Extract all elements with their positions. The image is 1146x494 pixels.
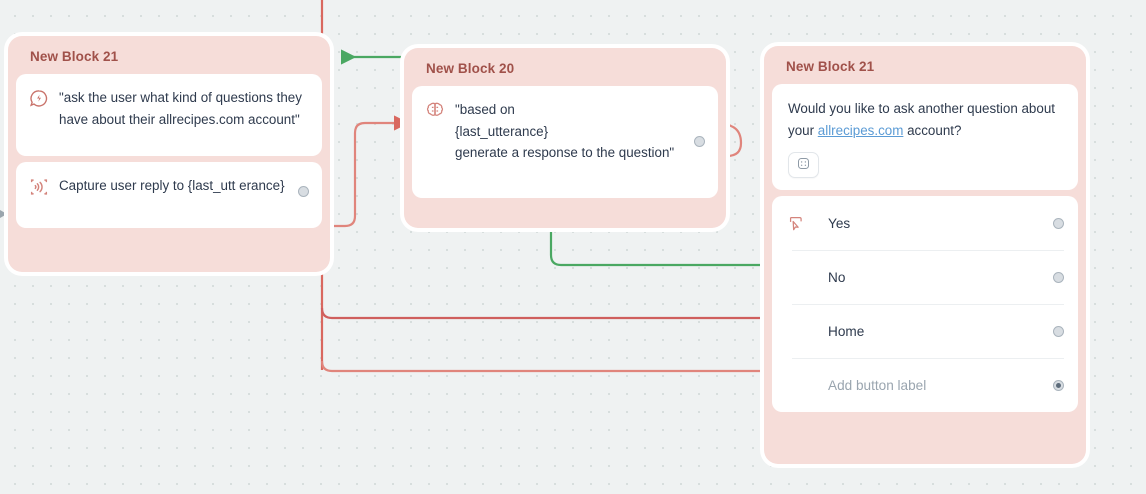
button-list-card[interactable]: Yes No Home Add button label xyxy=(772,196,1078,412)
block-new-block-21-right[interactable]: New Block 21 Would you like to ask anoth… xyxy=(764,46,1086,464)
block-new-block-21-left[interactable]: New Block 21 "ask the user what kind of … xyxy=(8,36,330,272)
step-card-capture[interactable]: Capture user reply to {last_utt erance} xyxy=(16,162,322,228)
block-new-block-20[interactable]: New Block 20 "based on {last_utterance} … xyxy=(404,48,726,228)
step-card-ai-prompt[interactable]: "ask the user what kind of questions the… xyxy=(16,74,322,156)
message-text-before-link: Would you like to ask another question a… xyxy=(788,101,1055,138)
step-text: "ask the user what kind of questions the… xyxy=(59,90,302,127)
variable-chip-button[interactable] xyxy=(788,152,819,178)
add-button-label-placeholder[interactable]: Add button label xyxy=(828,377,927,393)
button-output-port[interactable] xyxy=(1053,217,1064,229)
step-text: "based on {last_utterance} generate a re… xyxy=(455,102,675,160)
step-output-port[interactable] xyxy=(694,136,705,147)
button-label: No xyxy=(828,269,846,285)
button-output-port[interactable] xyxy=(1053,325,1064,337)
button-row-home[interactable]: Home xyxy=(772,304,1078,358)
left-edge-stub-arrow xyxy=(0,210,7,218)
button-row-yes[interactable]: Yes xyxy=(772,196,1078,250)
button-label: Yes xyxy=(828,215,851,231)
block-title: New Block 21 xyxy=(786,59,875,74)
step-output-port[interactable] xyxy=(298,186,309,197)
button-row-add[interactable]: Add button label xyxy=(772,358,1078,412)
capture-listen-icon xyxy=(28,176,50,198)
cursor-click-icon xyxy=(786,213,806,233)
block-title: New Block 21 xyxy=(30,49,119,64)
allrecipes-link[interactable]: allrecipes.com xyxy=(817,123,904,138)
button-label: Home xyxy=(828,323,865,339)
add-button-port[interactable] xyxy=(1053,379,1064,391)
button-row-no[interactable]: No xyxy=(772,250,1078,304)
button-output-port[interactable] xyxy=(1053,271,1064,283)
message-card[interactable]: Would you like to ask another question a… xyxy=(772,84,1078,190)
variable-chip-icon xyxy=(796,156,811,174)
step-text: Capture user reply to {last_utt erance} xyxy=(59,178,285,193)
step-card-ai-generate[interactable]: "based on {last_utterance} generate a re… xyxy=(412,86,718,198)
ai-prompt-bubble-icon xyxy=(28,88,50,110)
message-text: Would you like to ask another question a… xyxy=(788,98,1062,142)
brain-ai-icon xyxy=(424,100,446,122)
message-text-after-link: account? xyxy=(903,123,962,138)
block-title: New Block 20 xyxy=(426,61,515,76)
